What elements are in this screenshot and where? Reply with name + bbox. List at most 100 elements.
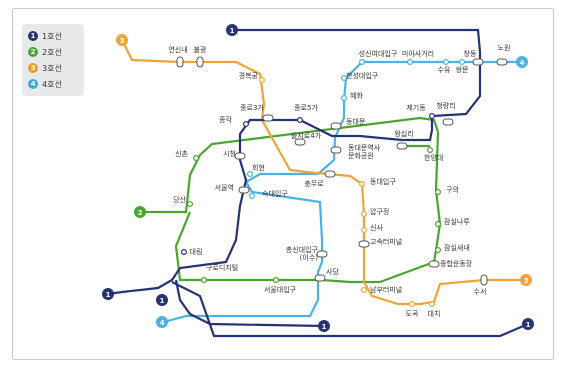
station-label-daechi: 대치 bbox=[428, 309, 441, 318]
station-dot-sinchon bbox=[193, 155, 200, 162]
line3-badge-icon: 3 bbox=[28, 63, 38, 73]
transfer-markers bbox=[176, 56, 508, 286]
station-label-nowon: 노원 bbox=[498, 43, 511, 52]
line1-terminal-badges: 1 1 1 1 1 bbox=[102, 24, 534, 332]
station-label-apgujeong: 압구정 bbox=[370, 207, 389, 216]
legend-item-line2: 2 2호선 bbox=[28, 44, 84, 60]
station-label-jegidong: 제기동 bbox=[406, 103, 426, 112]
station-dot-jegidong bbox=[429, 112, 436, 119]
station-label-hoehyeon: 회현 bbox=[252, 164, 265, 172]
station-dot-daechi bbox=[429, 301, 436, 308]
svg-text:1: 1 bbox=[106, 291, 111, 299]
svg-text:4: 4 bbox=[160, 319, 165, 327]
transfer-marker-cityhall bbox=[234, 152, 246, 160]
line1-branch-south bbox=[174, 279, 325, 328]
legend-label: 4호선 bbox=[42, 79, 62, 89]
station-label-jamsilnaru: 잠실나루 bbox=[444, 217, 470, 226]
transfer-marker-ddp bbox=[330, 146, 342, 154]
station-label-sookmyung: 숙대입구 bbox=[262, 190, 288, 198]
line2-terminal-badge: 2 bbox=[134, 206, 146, 218]
line4-route bbox=[163, 60, 520, 324]
station-label-dogok: 도곡 bbox=[406, 310, 419, 318]
transfer-marker-dongdaemun bbox=[330, 122, 342, 130]
station-dot-sookmyung bbox=[249, 193, 256, 200]
svg-text:1: 1 bbox=[526, 321, 531, 329]
station-dot-dogok bbox=[409, 301, 416, 308]
transfer-marker-wangsimni bbox=[396, 142, 408, 150]
station-dot-jongno5ga bbox=[297, 116, 304, 123]
station-dot-daerim bbox=[181, 249, 188, 256]
svg-text:4: 4 bbox=[520, 59, 525, 67]
transfer-marker-express_terminal bbox=[358, 240, 370, 248]
station-label-bulgwang: 불광 bbox=[194, 45, 207, 54]
station-label-sinchon: 신촌 bbox=[175, 149, 188, 158]
station-dot-seoul_univ bbox=[273, 277, 280, 284]
transfer-marker-cheongnyangni bbox=[442, 118, 454, 126]
transfer-marker-yeonsinnae bbox=[176, 56, 184, 68]
station-dot-jamsilsaenae bbox=[435, 247, 442, 254]
transfer-marker-nowon bbox=[496, 58, 508, 66]
station-label-sinsa: 신사 bbox=[370, 223, 383, 232]
station-label-cheongnyangni: 청량리 bbox=[436, 101, 455, 110]
line4-badge-icon: 4 bbox=[28, 79, 38, 89]
station-label-seoulstation: 서울역 bbox=[215, 183, 234, 192]
transfer-marker-changdong bbox=[472, 58, 484, 66]
station-label-yeonsinnae: 연신내 bbox=[168, 45, 187, 54]
station-dot-hansung bbox=[341, 74, 348, 81]
line2-badge-icon: 2 bbox=[28, 47, 38, 57]
station-label-dongguk: 동대입구 bbox=[370, 178, 396, 186]
legend-label: 2호선 bbox=[42, 47, 62, 57]
station-dot-guro_digital bbox=[201, 277, 208, 284]
station-dot-hoehyeon bbox=[247, 171, 254, 178]
station-label-jamsilsaenae: 잠실새내 bbox=[444, 243, 470, 252]
legend-label: 1호선 bbox=[42, 31, 62, 41]
station-label-express_terminal: 고속터미널 bbox=[370, 237, 402, 246]
station-label-cityhall: 시청 bbox=[223, 150, 236, 158]
transfer-marker-suseo bbox=[480, 274, 488, 286]
line1-branch-east bbox=[171, 281, 529, 338]
station-dot-hyehwa bbox=[341, 94, 348, 101]
station-dot-sungshin bbox=[359, 58, 366, 65]
station-dot-miasageori bbox=[407, 58, 414, 65]
line4-terminal-badges: 4 4 bbox=[156, 56, 528, 328]
legend-item-line1: 1 1호선 bbox=[28, 28, 84, 44]
station-label-ssangmun: 쌍문 bbox=[456, 65, 469, 74]
station-label-jongno5ga: 종로5가 bbox=[294, 103, 318, 112]
station-dot-apgujeong bbox=[361, 211, 368, 218]
svg-text:1: 1 bbox=[322, 323, 327, 331]
station-label-jonggak: 종각 bbox=[219, 116, 232, 124]
station-dots bbox=[181, 58, 466, 308]
station-dot-jamsilnaru bbox=[435, 221, 442, 228]
station-dot-gyeongbokgung bbox=[259, 76, 266, 83]
svg-text:2: 2 bbox=[138, 209, 143, 217]
station-label-changdong: 창동 bbox=[464, 50, 477, 58]
station-label-hanyang: 한양대 bbox=[424, 154, 443, 162]
legend: 1 1호선 2 2호선 3 3호선 4 4호선 bbox=[22, 24, 84, 96]
station-label-dongdaemun: 동대문 bbox=[346, 118, 366, 126]
station-label-chungmuro: 충무로 bbox=[304, 179, 324, 188]
station-dot-jonggak bbox=[243, 120, 250, 127]
station-label-jongno3ga: 종로3가 bbox=[240, 103, 264, 112]
station-label-chongshin: 총신대입구(이수) bbox=[286, 245, 319, 262]
legend-item-line4: 4 4호선 bbox=[28, 76, 84, 92]
transfer-marker-bulgwang bbox=[196, 56, 204, 68]
station-label-hansung: 한성대입구 bbox=[346, 71, 379, 80]
station-dot-sinsa bbox=[361, 227, 368, 234]
transfer-marker-chongshin bbox=[316, 250, 328, 258]
station-label-guro_digital: 구로디지털 bbox=[206, 263, 238, 272]
svg-text:1: 1 bbox=[230, 27, 235, 35]
station-label-seoul_univ: 서울대입구 bbox=[264, 285, 297, 294]
station-label-guui: 구의 bbox=[446, 185, 459, 194]
line1-route bbox=[107, 28, 482, 296]
station-dot-dongguk bbox=[359, 181, 366, 188]
station-label-hyehwa: 혜화 bbox=[350, 91, 363, 100]
line1-badge-icon: 1 bbox=[28, 31, 38, 41]
station-label-wangsimni: 왕십리 bbox=[394, 129, 413, 138]
station-label-sadang: 사당 bbox=[326, 267, 339, 276]
station-dot-ssangmun bbox=[459, 58, 466, 65]
transfer-marker-jongno3ga bbox=[262, 114, 274, 122]
station-label-nambu_terminal: 남부터미널 bbox=[370, 285, 402, 294]
